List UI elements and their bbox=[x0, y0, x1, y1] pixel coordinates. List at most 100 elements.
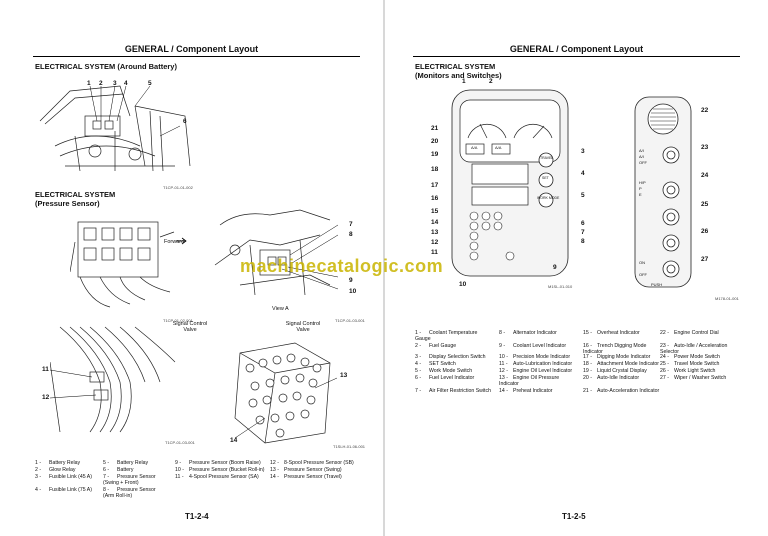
valve-port bbox=[245, 363, 255, 373]
switch-label: E bbox=[639, 192, 642, 197]
legend-item: 20 -Auto-Idle Indicator bbox=[583, 375, 640, 381]
signal-control-valve-label-right: Signal Control Valve bbox=[285, 321, 321, 333]
legend-item: 5 -Battery Relay bbox=[103, 460, 149, 466]
section-title-line2: (Pressure Sensor) bbox=[35, 199, 100, 208]
legend-item: 13 -Engine Oil Pressure Indicator bbox=[499, 375, 560, 387]
legend-item: 3 -Display Selection Switch bbox=[415, 354, 486, 360]
callout-21: 21 bbox=[431, 125, 439, 132]
figure-code: T1CP-01-02-001 bbox=[163, 318, 193, 323]
callout-7: 7 bbox=[581, 229, 585, 236]
callout-19: 19 bbox=[431, 151, 439, 158]
figure-code: T1CP-01-03-001 bbox=[165, 440, 195, 445]
callout-10: 10 bbox=[349, 288, 357, 295]
legend-item: 11 -4-Spool Pressure Sensor (SA) bbox=[175, 474, 259, 480]
hoses-illustration bbox=[50, 326, 176, 433]
valve-port bbox=[278, 393, 288, 403]
switch-label: OFF bbox=[639, 272, 647, 277]
legend-item: 7 -Air Filter Restriction Switch bbox=[415, 388, 491, 394]
switch-label: P bbox=[639, 186, 642, 191]
legend-item: 16 -Trench Digging Mode Indicator bbox=[583, 343, 647, 355]
page-number: T1-2-5 bbox=[562, 512, 586, 521]
callout-8: 8 bbox=[349, 231, 353, 238]
legend-item: 14 -Preheat Indicator bbox=[499, 388, 553, 394]
switch-label: PUSH bbox=[651, 282, 663, 287]
legend-item: 6 -Battery bbox=[103, 467, 134, 473]
legend-right: 1 -Coolant Temperature Gauge 2 -Fuel Gau… bbox=[415, 330, 755, 400]
legend-item: 22 -Engine Control Dial bbox=[660, 330, 719, 336]
page-header: GENERAL / Component Layout bbox=[124, 44, 259, 54]
valve-port bbox=[285, 411, 295, 421]
figure-code: T1CP-01-01-002 bbox=[163, 185, 193, 190]
monitor-label: SET bbox=[542, 176, 549, 180]
page-header: GENERAL / Component Layout bbox=[509, 44, 644, 54]
legend-item: 19 -Liquid Crystal Display bbox=[583, 368, 647, 374]
legend-item: 3 -Fusible Link (45 A) bbox=[35, 474, 92, 480]
header-rule bbox=[413, 56, 740, 57]
valve-port bbox=[295, 373, 305, 383]
switch-label: A/I bbox=[639, 154, 644, 159]
header-rule bbox=[33, 56, 360, 57]
valve-port bbox=[312, 363, 322, 373]
valve-block-illustration bbox=[70, 221, 175, 308]
callout-2: 2 bbox=[99, 80, 103, 87]
switch-label: OFF bbox=[639, 160, 647, 165]
callout-9: 9 bbox=[553, 264, 557, 271]
section-title-line2: (Monitors and Switches) bbox=[415, 71, 502, 80]
callout-4: 4 bbox=[581, 170, 585, 177]
watermark: machinecatalogic.com bbox=[240, 256, 444, 276]
callout-1: 1 bbox=[462, 78, 466, 85]
monitor-label: A/A bbox=[471, 145, 478, 150]
callout-2: 2 bbox=[489, 78, 493, 85]
switch-label: ON bbox=[639, 260, 645, 265]
legend-item: 18 -Attachment Mode Indicator bbox=[583, 361, 659, 367]
legend-item: 6 -Fuel Level Indicator bbox=[415, 375, 475, 381]
callout-20: 20 bbox=[431, 138, 439, 145]
legend-item: 7 -Pressure Sensor (Swing + Front) bbox=[103, 474, 156, 486]
callout-27: 27 bbox=[701, 256, 709, 263]
valve-port bbox=[258, 358, 268, 368]
valve-port bbox=[275, 428, 285, 438]
valve-port bbox=[270, 413, 280, 423]
battery-illustration bbox=[39, 85, 191, 172]
callout-17: 17 bbox=[431, 182, 439, 189]
callout-26: 26 bbox=[701, 228, 709, 235]
legend-item: 13 -Pressure Sensor (Swing) bbox=[270, 467, 342, 473]
legend-item: 2 -Glow Relay bbox=[35, 467, 76, 473]
legend-item: 2 -Fuel Gauge bbox=[415, 343, 457, 349]
callout-12: 12 bbox=[42, 394, 50, 401]
valve-port bbox=[286, 353, 296, 363]
valve-port bbox=[308, 378, 318, 388]
callout-22: 22 bbox=[701, 107, 709, 114]
signal-control-valve-illustration bbox=[234, 342, 338, 444]
view-a-label: View A bbox=[272, 306, 289, 312]
left-page: GENERAL / Component Layout ELECTRICAL SY… bbox=[0, 0, 383, 536]
switch-label: A/I bbox=[639, 148, 644, 153]
callout-5: 5 bbox=[581, 192, 585, 199]
valve-port bbox=[255, 415, 265, 425]
forward-arrow-icon bbox=[176, 237, 187, 245]
legend-item: 4 -Fusible Link (75 A) bbox=[35, 487, 92, 493]
valve-port bbox=[250, 381, 260, 391]
callout-11: 11 bbox=[431, 249, 438, 256]
section-title-line1: ELECTRICAL SYSTEM bbox=[415, 62, 496, 71]
callout-8: 8 bbox=[581, 238, 585, 245]
switch-panel bbox=[634, 96, 692, 288]
valve-port bbox=[300, 357, 310, 367]
monitor-label: WORK MODE bbox=[537, 196, 560, 200]
legend-item: 8 -Pressure Sensor (Arm Roll-in) bbox=[103, 487, 156, 499]
legend-item: 9 -Pressure Sensor (Boom Raise) bbox=[175, 460, 261, 466]
callout-10: 10 bbox=[459, 281, 467, 288]
legend-item: 12 -8-Spool Pressure Sensor (SB) bbox=[270, 460, 354, 466]
legend-item: 15 -Overheat Indicator bbox=[583, 330, 640, 336]
view-a-illustration bbox=[214, 209, 339, 296]
legend-item: 1 -Coolant Temperature Gauge bbox=[415, 330, 478, 342]
valve-port bbox=[280, 375, 290, 385]
legend-item: 27 -Wiper / Washer Switch bbox=[660, 375, 727, 381]
legend-item: 17 -Digging Mode Indicator bbox=[583, 354, 651, 360]
figure-code: M178-01-001 bbox=[715, 296, 739, 301]
callout-13: 13 bbox=[340, 372, 348, 379]
legend-item: 14 -Pressure Sensor (Travel) bbox=[270, 474, 342, 480]
valve-port bbox=[292, 391, 302, 401]
page-divider bbox=[383, 0, 385, 536]
valve-port bbox=[300, 409, 310, 419]
